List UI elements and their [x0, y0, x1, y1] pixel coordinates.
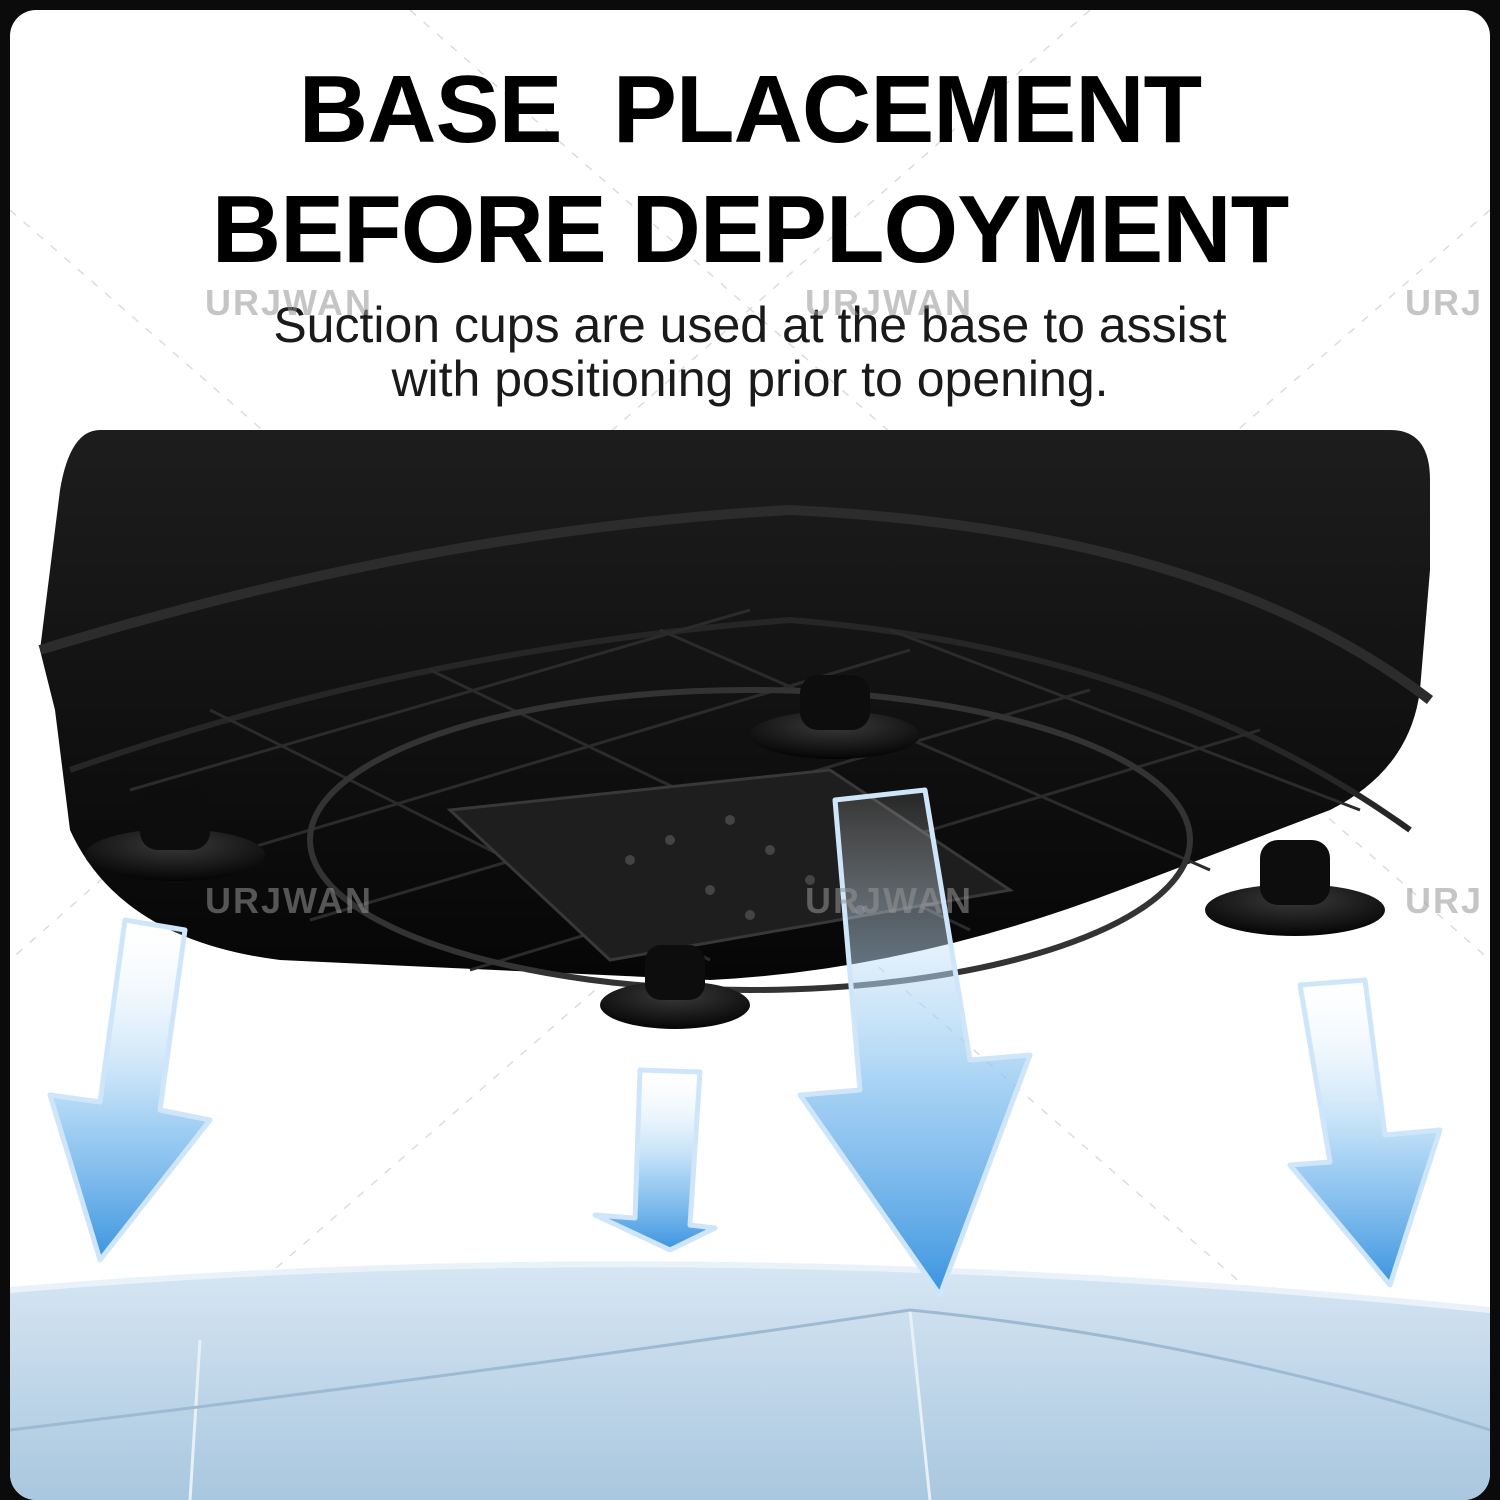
mounting-surface	[10, 1261, 1490, 1500]
page-subtitle: Suction cups are used at the base to ass…	[10, 298, 1490, 406]
subtitle-line-1: Suction cups are used at the base to ass…	[273, 297, 1227, 353]
watermark: URJWAN	[205, 282, 374, 323]
suction-cup-icon	[85, 675, 1385, 1029]
watermark: URJ	[1405, 282, 1484, 323]
watermark: URJ	[1405, 880, 1484, 921]
watermark: URJWAN	[205, 880, 374, 921]
subtitle-line-2: with positioning prior to opening.	[391, 351, 1109, 407]
title-line-2: BEFORE DEPLOYMENT	[211, 176, 1289, 283]
watermark: URJWAN	[805, 880, 974, 921]
title-line-1: BASE PLACEMENT	[298, 56, 1202, 163]
page-title: BASE PLACEMENT BEFORE DEPLOYMENT	[10, 50, 1490, 290]
down-arrow-icon	[47, 787, 1443, 1298]
product-illustration	[10, 10, 1490, 1500]
watermark: URJWAN	[805, 282, 974, 323]
watermark-lines	[10, 10, 1490, 1500]
product-card: BASE PLACEMENT BEFORE DEPLOYMENT Suction…	[10, 10, 1490, 1500]
